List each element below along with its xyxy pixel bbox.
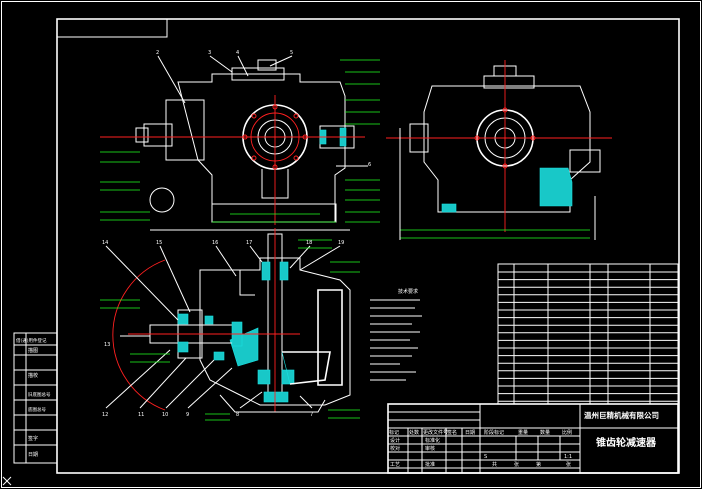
- part-number: 9: [186, 412, 189, 418]
- stage-s: S: [484, 454, 487, 460]
- marks-label: 标记: [389, 429, 399, 436]
- count-of-places-label: 处数: [409, 429, 419, 436]
- register-row: 签字: [28, 435, 38, 442]
- part-number: 13: [104, 342, 110, 348]
- scale-label: 比例: [562, 429, 572, 436]
- part-number: 11: [138, 412, 144, 418]
- weight-label: 重量: [518, 429, 528, 436]
- part-number: 5: [290, 50, 293, 56]
- tech-requirements-title: 技术要求: [398, 288, 418, 295]
- part-number: 4: [236, 50, 239, 56]
- drawing-name: 锥齿轮减速器: [596, 436, 657, 449]
- approve-label: 批准: [425, 461, 435, 468]
- sheet-total-label: 共: [492, 461, 497, 468]
- check-label: 校对: [390, 445, 400, 452]
- scale-value: 1:1: [564, 454, 572, 460]
- part-number: 16: [212, 240, 218, 246]
- count-label: 数量: [540, 429, 550, 436]
- standardization-label: 标准化: [425, 437, 440, 444]
- page-label: 第: [536, 461, 541, 468]
- parts-list: [497, 263, 679, 405]
- register-row: 日期: [28, 452, 38, 458]
- part-number: 12: [102, 412, 108, 418]
- section-view: [100, 228, 360, 421]
- part-number: 10: [162, 412, 168, 418]
- ucs-icon: [2, 476, 12, 486]
- side-view: [386, 60, 612, 240]
- register-row: 描图: [28, 347, 38, 354]
- front-part-numbers: 2 3 4 5 6: [156, 50, 371, 168]
- part-number: 18: [306, 240, 312, 246]
- left-register-block: 借(通)用件登记 描图 描校 旧底图总号 底图总号 签字 日期: [13, 332, 58, 464]
- stage-label: 阶段标记: [484, 429, 504, 436]
- review-label: 审核: [425, 445, 435, 452]
- change-doc-label: 更改文件号: [423, 429, 448, 436]
- page-suffix: 张: [566, 461, 571, 468]
- design-label: 设计: [390, 437, 400, 444]
- signature-label: 签名: [447, 429, 457, 436]
- part-number: 15: [156, 240, 162, 246]
- part-number: 3: [208, 50, 211, 56]
- part-number: 14: [102, 240, 108, 246]
- company-name: 温州巨精机械有限公司: [584, 410, 659, 420]
- front-view: [100, 55, 380, 231]
- register-row: 旧底图总号: [28, 391, 51, 398]
- part-number: 19: [338, 240, 344, 246]
- part-number: 6: [368, 162, 371, 168]
- register-row: 描校: [28, 372, 38, 379]
- register-row: 底图总号: [28, 406, 46, 413]
- top-left-tag: [56, 18, 168, 38]
- part-number: 2: [156, 50, 159, 56]
- process-label: 工艺: [390, 462, 400, 468]
- date-label: 日期: [465, 430, 475, 436]
- register-title: 借(通)用件登记: [16, 337, 47, 344]
- section-part-numbers: 14 15 16 17 18 19 12 11 10 9 8 7 13: [102, 240, 344, 418]
- part-number: 7: [310, 412, 313, 418]
- front-dim-labels: [100, 59, 380, 223]
- title-block: 温州巨精机械有限公司 锥齿轮减速器 标记 处数 更改文件号 签名 日期 阶段标记…: [387, 403, 679, 474]
- part-number: 8: [236, 412, 239, 418]
- sheet-total-suffix: 张: [514, 461, 519, 468]
- tech-requirements: 技术要求: [370, 288, 422, 381]
- inner-border: [56, 18, 680, 474]
- part-number: 17: [246, 240, 252, 246]
